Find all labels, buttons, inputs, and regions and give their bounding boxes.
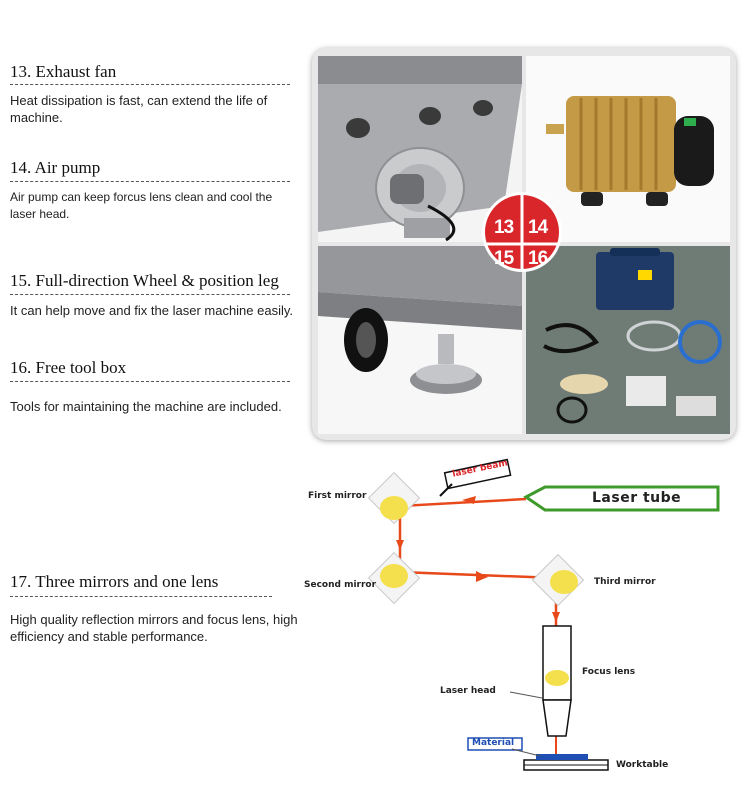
- divider: [10, 294, 290, 295]
- feature-title-mirrors: 17. Three mirrors and one lens: [10, 572, 219, 591]
- photo-air-pump: [526, 56, 730, 242]
- feature-title-wheel: 15. Full-direction Wheel & position leg: [10, 271, 279, 290]
- divider: [10, 596, 272, 597]
- laser-head-label: Laser head: [440, 686, 496, 696]
- third-mirror: [531, 553, 585, 607]
- feature-desc-wheel: It can help move and fix the laser machi…: [10, 303, 294, 318]
- laser-beam-path: [398, 497, 558, 757]
- divider: [10, 181, 290, 182]
- divider: [10, 381, 290, 382]
- laser-beam-label-box: [443, 458, 512, 490]
- focus-lens-label: Focus lens: [582, 667, 636, 677]
- feature-title-exhaust-fan: 13. Exhaust fan: [10, 62, 117, 81]
- badge-16: 16: [528, 248, 548, 269]
- material: [536, 754, 588, 760]
- photo-tool-box: [526, 246, 730, 434]
- feature-desc-tool-box: Tools for maintaining the machine are in…: [10, 399, 282, 414]
- second-mirror-label: Second mirror: [304, 580, 377, 590]
- laser-head: [542, 625, 572, 737]
- pointer-line: [509, 691, 543, 699]
- feature-title-air-pump: 14. Air pump: [10, 158, 101, 177]
- badge-15: 15: [494, 248, 514, 269]
- arrow: [396, 540, 404, 550]
- first-mirror-label: First mirror: [308, 491, 367, 501]
- badge-group: 13 14 15 16: [480, 190, 564, 274]
- pointer-line: [439, 483, 453, 497]
- third-mirror-label: Third mirror: [594, 577, 656, 587]
- feature-desc-exhaust-fan: Heat dissipation is fast, can extend the…: [10, 93, 268, 125]
- feature-title-tool-box: 16. Free tool box: [10, 358, 127, 377]
- badge-13: 13: [494, 217, 514, 238]
- arrow: [462, 496, 476, 504]
- feature-desc-air-pump: Air pump can keep forcus lens clean and …: [10, 190, 273, 221]
- second-mirror: [367, 551, 421, 605]
- laser-tube: [523, 485, 720, 512]
- feature-desc-mirrors: High quality reflection mirrors and focu…: [10, 612, 298, 644]
- focus-lens: [545, 670, 569, 686]
- photo-exhaust-fan: [318, 56, 522, 242]
- arrow: [552, 612, 560, 622]
- material-label-box: [467, 737, 523, 751]
- badge-14: 14: [528, 217, 548, 238]
- material-label: Material: [472, 738, 515, 748]
- arrow: [476, 571, 488, 582]
- first-mirror: [367, 471, 421, 525]
- photo-wheel-leg: [318, 246, 522, 434]
- laser-tube-label: Laser tube: [592, 490, 682, 506]
- divider: [10, 84, 290, 85]
- worktable-label: Worktable: [616, 760, 669, 770]
